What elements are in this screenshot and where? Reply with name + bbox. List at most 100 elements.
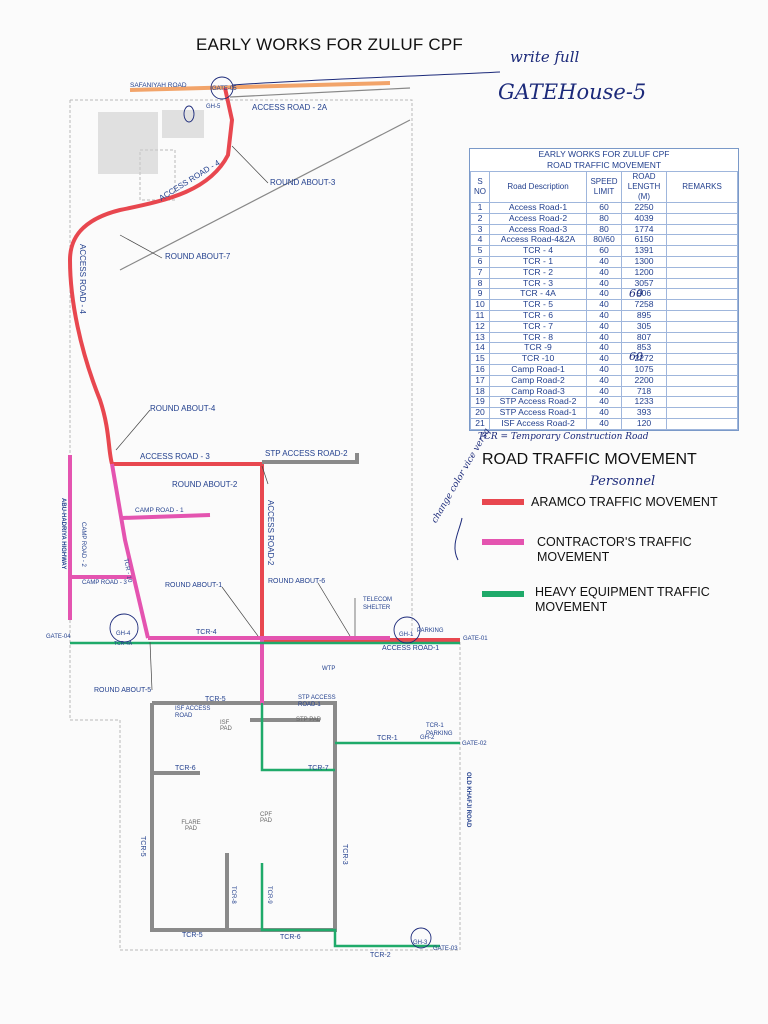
cell-speed-limit: 40: [586, 320, 622, 333]
label-tcr-6-bottom: TCR-6: [280, 934, 301, 941]
cell-road-description: TCR - 7: [489, 320, 587, 333]
cell-road-length: 2250: [621, 202, 667, 214]
label-camp-road-3: CAMP ROAD - 3: [82, 580, 127, 586]
cell-road-length: 7258: [621, 299, 667, 311]
cell-speed-limit: 40: [586, 353, 622, 365]
cell-road-length: 393: [621, 407, 667, 419]
cell-speed-limit: 40: [586, 417, 622, 430]
label-old-khafji-road: OLD KHAFJI ROAD: [465, 772, 471, 828]
cell-road-description: Access Road-4&2A: [489, 234, 587, 247]
label-tcr-3: TCR-3: [341, 844, 348, 865]
legend-swatch-contractor: [482, 539, 524, 545]
cell-remarks: [666, 202, 738, 214]
label-round-about-5: ROUND ABOUT-5: [94, 687, 152, 694]
handwritten-speed-fix-9: 60: [629, 287, 643, 300]
label-round-about-4: ROUND ABOUT-4: [150, 404, 216, 413]
cell-speed-limit: 40: [586, 374, 622, 387]
cell-road-description: Access Road-3: [489, 223, 587, 236]
cell-road-description: Access Road-1: [489, 202, 587, 214]
label-isf-access-road: ISF ACCESS ROAD: [175, 706, 211, 719]
label-gh3: GH-3: [413, 940, 428, 946]
legend-label-heavy-2: MOVEMENT: [535, 600, 608, 614]
cell-road-description: TCR - 4A: [489, 288, 587, 301]
label-gate04: GATE-04: [46, 634, 71, 640]
cell-road-description: Access Road-2: [489, 212, 587, 225]
page-title: EARLY WORKS FOR ZULUF CPF: [196, 35, 463, 54]
cell-road-description: TCR -9: [489, 342, 587, 355]
cell-remarks: [666, 320, 738, 333]
label-tcr-5-left: TCR-5: [139, 836, 146, 857]
cell-speed-limit: 40: [586, 342, 622, 355]
cell-sno: 17: [470, 374, 490, 387]
label-tcr-2: TCR-2: [370, 952, 391, 959]
cell-remarks: [666, 288, 738, 301]
cell-sno: 8: [470, 277, 490, 290]
thin-road-lines: [119, 87, 411, 271]
cell-speed-limit: 40: [586, 288, 622, 301]
handwritten-arrow: [232, 71, 501, 86]
cell-sno: 16: [470, 363, 490, 376]
cell-remarks: [666, 234, 738, 247]
cell-sno: 7: [470, 266, 490, 279]
cell-sno: 5: [470, 245, 490, 257]
cell-remarks: [666, 266, 738, 279]
label-gate02: GATE-02: [462, 741, 487, 747]
cell-road-description: STP Access Road-2: [489, 396, 587, 409]
cell-road-description: TCR - 5: [489, 299, 587, 311]
legend-swatch-heavy: [482, 591, 524, 597]
legend-label-contractor-2: MOVEMENT: [537, 550, 610, 564]
cell-sno: 4: [470, 234, 490, 247]
cell-remarks: [666, 407, 738, 419]
cell-sno: 3: [470, 223, 490, 236]
cell-speed-limit: 80/60: [586, 234, 622, 247]
label-round-about-6: ROUND ABOUT-6: [268, 578, 326, 585]
cell-remarks: [666, 396, 738, 409]
label-access-road-1: ACCESS ROAD-1: [382, 645, 440, 652]
label-tcr-1: TCR-1: [377, 735, 398, 742]
cell-remarks: [666, 331, 738, 344]
cell-road-length: 1200: [621, 266, 667, 279]
label-gh1: GH-1: [399, 632, 414, 638]
heavy-equipment-roads: [70, 641, 460, 948]
cell-road-length: 4039: [621, 212, 667, 225]
label-gate03: GATE-03: [433, 946, 458, 952]
grey-roads: [150, 453, 359, 932]
cell-sno: 10: [470, 299, 490, 311]
label-tcr-5-bottom: TCR-5: [182, 932, 203, 939]
cell-speed-limit: 40: [586, 277, 622, 290]
cell-road-length: 305: [621, 320, 667, 333]
label-tcr-8: TCR-8: [230, 886, 236, 904]
label-access-road-4-side: ACCESS ROAD - 4: [78, 244, 87, 314]
cell-road-length: 1300: [621, 255, 667, 268]
label-camp-road-2: CAMP ROAD - 2: [80, 522, 86, 567]
contractor-roads: [68, 455, 390, 705]
safaniyah-road-line: [129, 81, 391, 92]
label-leader-lines: [115, 145, 356, 691]
cell-remarks: [666, 299, 738, 311]
cell-sno: 12: [470, 320, 490, 333]
aramco-roads: [67, 87, 460, 705]
cell-speed-limit: 60: [586, 202, 622, 214]
cell-speed-limit: 40: [586, 407, 622, 419]
legend-label-contractor-1: CONTRACTOR'S TRAFFIC: [537, 535, 692, 549]
cell-remarks: [666, 363, 738, 376]
cell-road-description: TCR - 3: [489, 277, 587, 290]
label-telecom-shelter: TELECOM SHELTER: [363, 597, 393, 611]
header-sno: S NO: [470, 171, 490, 203]
header-road-length: ROAD LENGTH (M): [621, 171, 667, 203]
header-road-description: Road Description: [489, 171, 587, 203]
cell-road-description: ISF Access Road-2: [489, 417, 587, 430]
cell-road-description: TCR - 6: [489, 309, 587, 322]
label-flare-pad: FLARE PAD: [181, 820, 201, 832]
label-gh5: GH-5: [206, 104, 221, 110]
cell-road-length: 120: [621, 417, 667, 430]
